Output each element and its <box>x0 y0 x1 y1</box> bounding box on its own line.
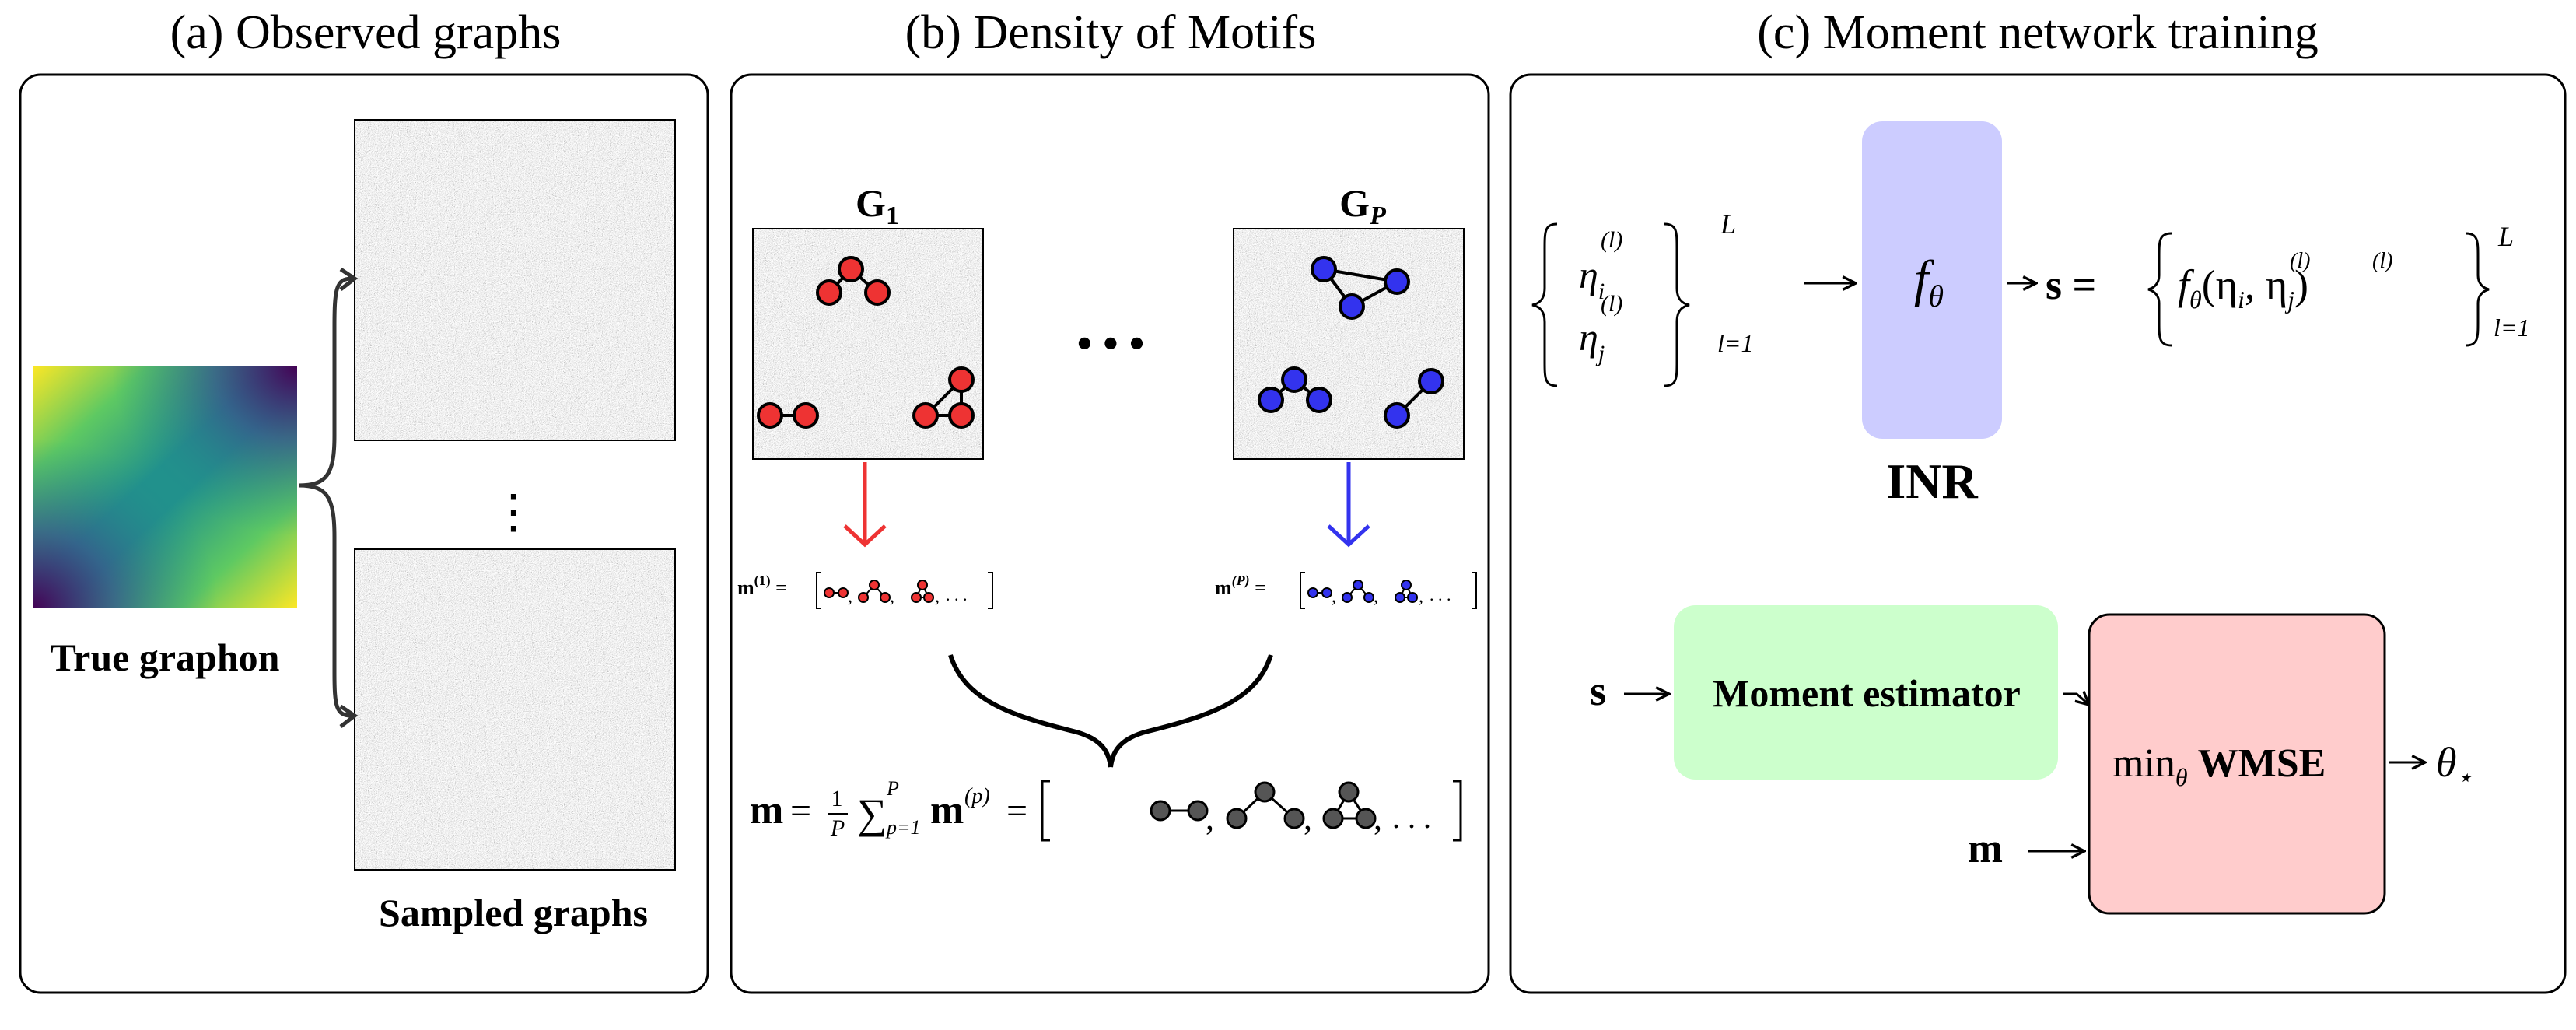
s-input-label: s <box>1590 667 1606 714</box>
svg-text:L: L <box>1720 208 1736 240</box>
svg-text:,: , <box>1332 587 1336 607</box>
panel-a-title: (a) Observed graphs <box>170 6 562 59</box>
svg-text:,: , <box>890 587 894 607</box>
panel-a-frame <box>19 73 709 994</box>
svg-text:ηj: ηj <box>1579 315 1605 366</box>
true-graphon-heatmap <box>33 366 297 608</box>
svg-text:. . .: . . . <box>1392 800 1431 835</box>
svg-text:(p): (p) <box>964 784 990 808</box>
svg-text:fθ(ηi, ηj): fθ(ηi, ηj) <box>2178 261 2308 314</box>
inr-box <box>1862 121 2002 439</box>
svg-text:. . .: . . . <box>946 585 968 604</box>
averaging-brace <box>948 654 1273 768</box>
average-moment-formula: m = 1 P ∑ P p=1 m (p) = , , , . . . <box>750 777 1462 842</box>
svg-text:∑: ∑ <box>857 790 887 837</box>
red-motifs-g1 <box>757 256 975 429</box>
moment-estimator-box <box>1674 605 2058 780</box>
sampling-brace <box>298 267 359 728</box>
svg-text:(l): (l) <box>2290 249 2310 273</box>
moment-vector-p: m(P) = , , , . . . <box>1215 572 1477 609</box>
theta-star-label: θ⋆ <box>2436 739 2473 791</box>
svg-text:,: , <box>1304 799 1312 837</box>
sampled-graph-bottom <box>354 548 676 871</box>
graph-g1-image <box>752 228 984 460</box>
wmse-box <box>2088 613 2386 915</box>
moment-estimator-label: Moment estimator <box>1713 671 2021 715</box>
arrow-gp-to-moment <box>1327 462 1370 548</box>
true-graphon-label: True graphon <box>51 636 280 679</box>
svg-text:l=1: l=1 <box>1717 329 1753 357</box>
panel-c-title: (c) Moment network training <box>1757 6 2318 59</box>
svg-text:,: , <box>848 587 852 607</box>
svg-text:(l): (l) <box>1601 291 1622 317</box>
arrow-estimator-to-wmse <box>2063 694 2089 705</box>
svg-text:P: P <box>886 777 899 800</box>
svg-text:m(P) =: m(P) = <box>1215 573 1266 599</box>
svg-text:s =: s = <box>2046 261 2096 308</box>
panel-b-title: (b) Density of Motifs <box>905 6 1317 59</box>
svg-text:m: m <box>930 788 964 832</box>
graph-gp-label: GP <box>1339 181 1386 230</box>
sampled-graphs-label: Sampled graphs <box>379 891 648 934</box>
svg-text:1: 1 <box>831 786 843 811</box>
svg-text:m(1) =: m(1) = <box>737 573 787 599</box>
svg-text:(l): (l) <box>1601 227 1622 253</box>
svg-text:m: m <box>750 788 783 832</box>
arrow-g1-to-moment <box>843 462 887 548</box>
svg-text:,: , <box>1374 799 1382 837</box>
output-s-set: s = fθ(ηi, ηj) (l) (l) L l=1 <box>2046 221 2529 347</box>
vertical-ellipsis: ⋮ <box>490 486 537 538</box>
inr-label: INR <box>1886 454 1978 509</box>
panel-b-frame <box>730 73 1490 994</box>
svg-text:l=1: l=1 <box>2494 314 2529 342</box>
svg-text:,: , <box>1419 587 1423 607</box>
wmse-label: minθ WMSE <box>2112 741 2326 791</box>
svg-text:,: , <box>1206 799 1214 837</box>
svg-text:. . .: . . . <box>1430 585 1451 604</box>
svg-text:=: = <box>1006 790 1027 832</box>
blue-motifs-gp <box>1258 256 1444 429</box>
svg-text:L: L <box>2497 221 2514 252</box>
m-input-label: m <box>1968 825 2003 871</box>
graphs-ellipsis: • • • <box>1077 320 1145 368</box>
svg-text:P: P <box>830 815 845 841</box>
graph-gp-image <box>1233 228 1465 460</box>
graph-g1-label: G1 <box>856 181 899 230</box>
sampled-graph-top <box>354 119 676 441</box>
svg-text:,: , <box>935 587 940 607</box>
moment-vector-1: m(1) = , , , . . . <box>737 572 993 609</box>
input-coordinate-set: ηi (l) ηj (l) L l=1 <box>1531 208 1753 387</box>
svg-text:(l): (l) <box>2372 249 2392 273</box>
svg-text:=: = <box>790 790 811 832</box>
svg-text:ηi: ηi <box>1579 253 1605 304</box>
svg-text:p=1: p=1 <box>885 816 921 839</box>
panel-c-frame <box>1509 73 2567 994</box>
svg-text:,: , <box>1374 587 1378 607</box>
